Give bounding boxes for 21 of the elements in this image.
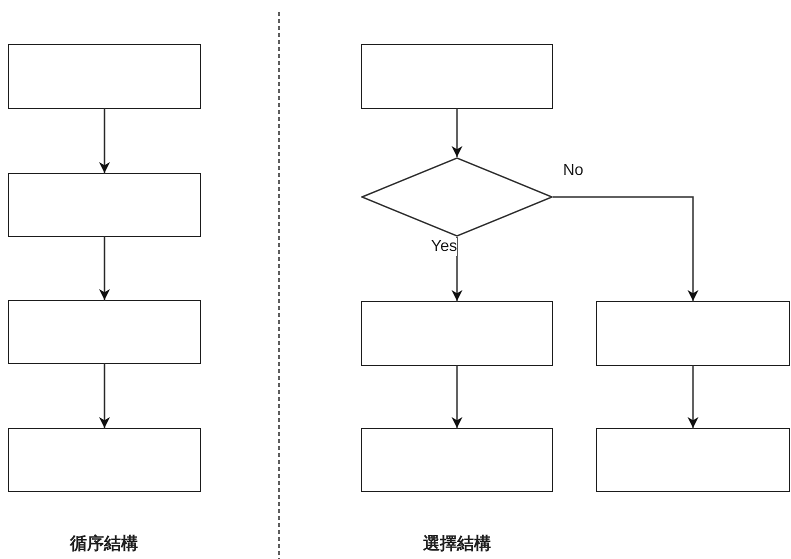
- arrow: [452, 366, 462, 428]
- arrow: [99, 109, 110, 173]
- process-box: [8, 173, 201, 237]
- arrow: [452, 109, 462, 157]
- process-box: [361, 428, 553, 492]
- process-box: [361, 44, 553, 109]
- caption-text: 循序結構: [70, 533, 138, 555]
- arrow: [99, 237, 110, 300]
- arrow: [452, 237, 462, 301]
- process-box: [8, 428, 201, 492]
- arrow: [553, 196, 698, 301]
- arrow: [688, 366, 698, 428]
- process-box: [361, 301, 553, 366]
- caption-text: 選擇結構: [423, 533, 491, 555]
- edge-label: Yes: [431, 238, 458, 256]
- arrow: [99, 364, 110, 428]
- process-box: [8, 44, 201, 109]
- decision-diamond: [361, 157, 553, 237]
- process-box: [596, 428, 790, 492]
- process-box: [596, 301, 790, 366]
- process-box: [8, 300, 201, 364]
